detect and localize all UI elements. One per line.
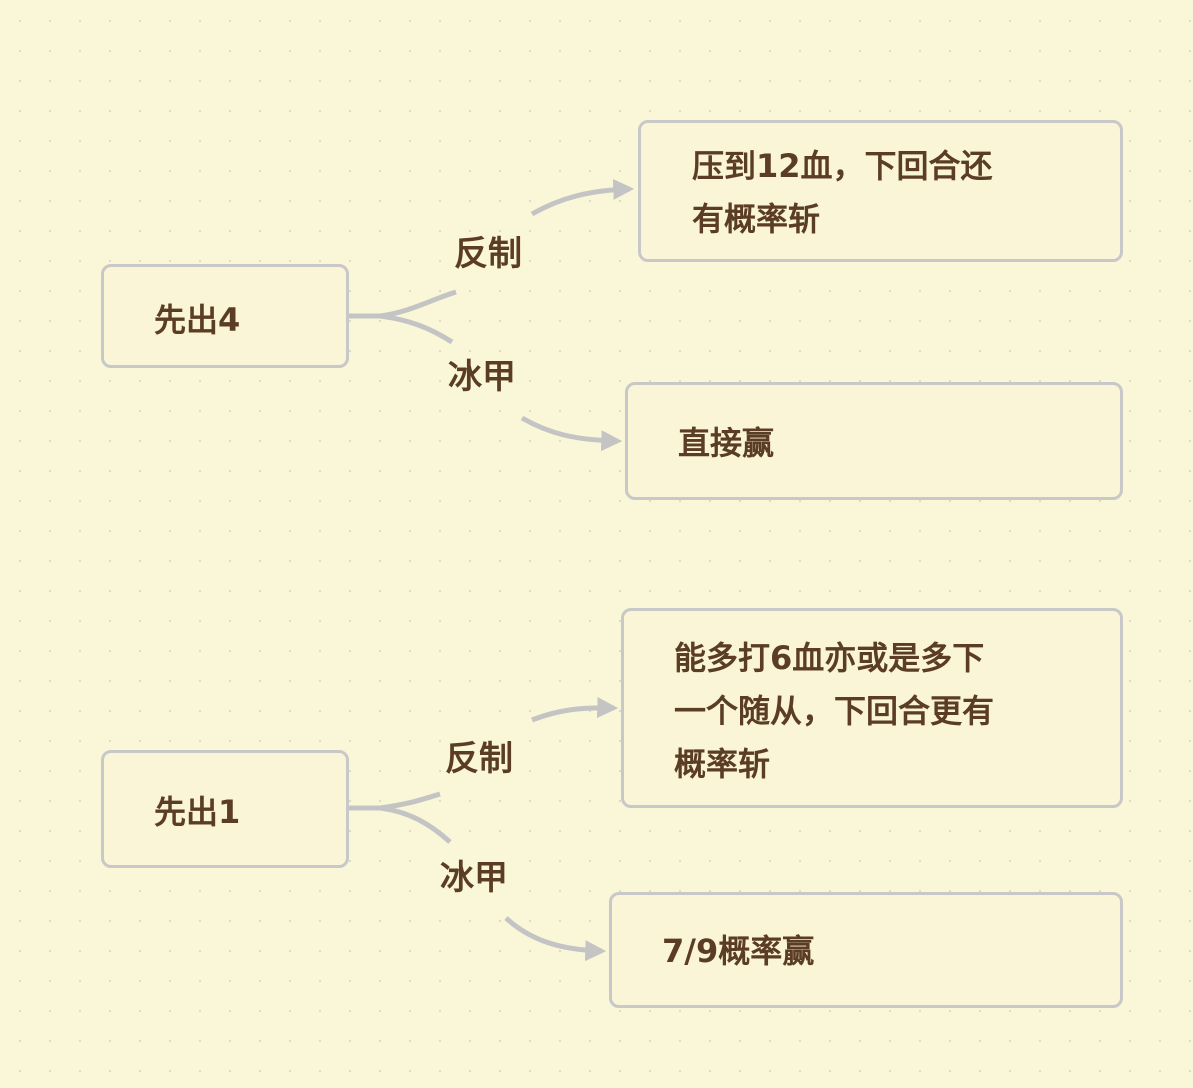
- root-node-1-label: 先出4: [154, 301, 241, 339]
- root-node-2-label: 先出1: [154, 793, 241, 831]
- branch-label-2-icearmor: 冰甲: [436, 858, 512, 898]
- result-node-1-counter-line-2: 有概率斩: [692, 200, 821, 238]
- arrow-t1-top: [530, 178, 635, 217]
- connector-t2-branch-top: [379, 791, 441, 811]
- connector-t2-branch-bottom: [379, 805, 452, 844]
- connector-t1-branch-bottom: [379, 313, 454, 345]
- branch-label-1-icearmor: 冰甲: [444, 357, 520, 397]
- result-node-1-icearmor[interactable]: 直接赢: [625, 382, 1123, 500]
- branch-label-1-counter: 反制: [450, 234, 526, 274]
- result-node-1-counter[interactable]: 压到12血，下回合还 有概率斩: [638, 120, 1123, 262]
- connector-t1-branch-top: [379, 289, 457, 319]
- root-node-2[interactable]: 先出1: [101, 750, 349, 868]
- result-node-1-counter-line-1: 压到12血，下回合还: [692, 147, 993, 185]
- result-node-2-counter-line-2: 一个随从，下回合更有: [674, 692, 995, 730]
- result-node-2-icearmor[interactable]: 7/9概率赢: [609, 892, 1123, 1008]
- result-node-2-icearmor-line-1: 7/9概率赢: [662, 932, 815, 970]
- arrow-t2-top: [531, 697, 619, 723]
- result-node-2-counter-line-1: 能多打6血亦或是多下: [674, 639, 985, 677]
- result-node-2-counter[interactable]: 能多打6血亦或是多下 一个随从，下回合更有 概率斩: [621, 608, 1123, 808]
- arrow-t1-bottom: [520, 415, 623, 452]
- result-node-1-icearmor-line-1: 直接赢: [678, 424, 775, 462]
- root-node-1[interactable]: 先出4: [101, 264, 349, 368]
- result-node-2-counter-line-3: 概率斩: [674, 745, 771, 783]
- branch-label-2-counter: 反制: [441, 739, 517, 779]
- arrow-t2-bottom: [504, 916, 607, 962]
